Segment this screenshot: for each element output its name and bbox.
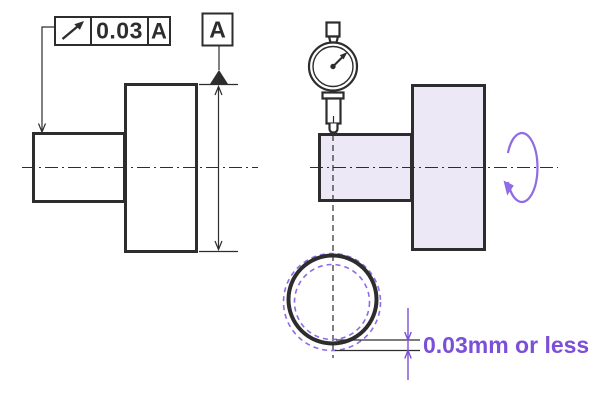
measurement-view: 0.03mm or less [282,21,589,380]
fcf-border [54,16,171,46]
dimension-arrow-up-icon [214,84,223,96]
indicator-needle-tip [339,52,348,60]
indicator-contact-tip [328,123,339,134]
rotation-arrow-icon [503,131,539,204]
rotation-arrow-head [503,180,514,196]
feature-control-frame: 0.03 A [54,16,171,46]
runout-note-text: 0.03mm or less [423,332,589,358]
actual-surface-circle [286,253,379,346]
indicator-knob [325,21,341,38]
datum-box [201,12,234,47]
dimension-arrow-down-icon [214,240,223,252]
datum-label: A [209,17,226,43]
datum-triangle-icon [210,70,228,84]
runout-dimension: 0.03mm or less [335,308,589,380]
cross-section-view [282,252,382,352]
tolerance-zone-inner-circle [293,263,371,341]
fcf-datum-reference: A [151,19,167,44]
runout-arrow-up-icon [404,348,412,359]
circular-runout-icon [61,21,84,40]
fcf-leader-line [41,26,55,131]
rotation-arc [506,131,539,204]
runout-arrow-down-icon [404,331,412,342]
indicator-dial-inner [312,45,354,88]
fcf-tolerance-value: 0.03 [96,18,143,44]
runout-arrow-head [74,21,84,30]
runout-arrow-shaft [61,25,79,40]
tolerance-zone-outer-circle [282,252,382,352]
fcf-leader-arrow-icon [37,123,47,134]
dial-indicator-icon [307,21,359,134]
indicator-needle [332,56,344,68]
drawing-view: A 0.03 A [22,12,258,253]
